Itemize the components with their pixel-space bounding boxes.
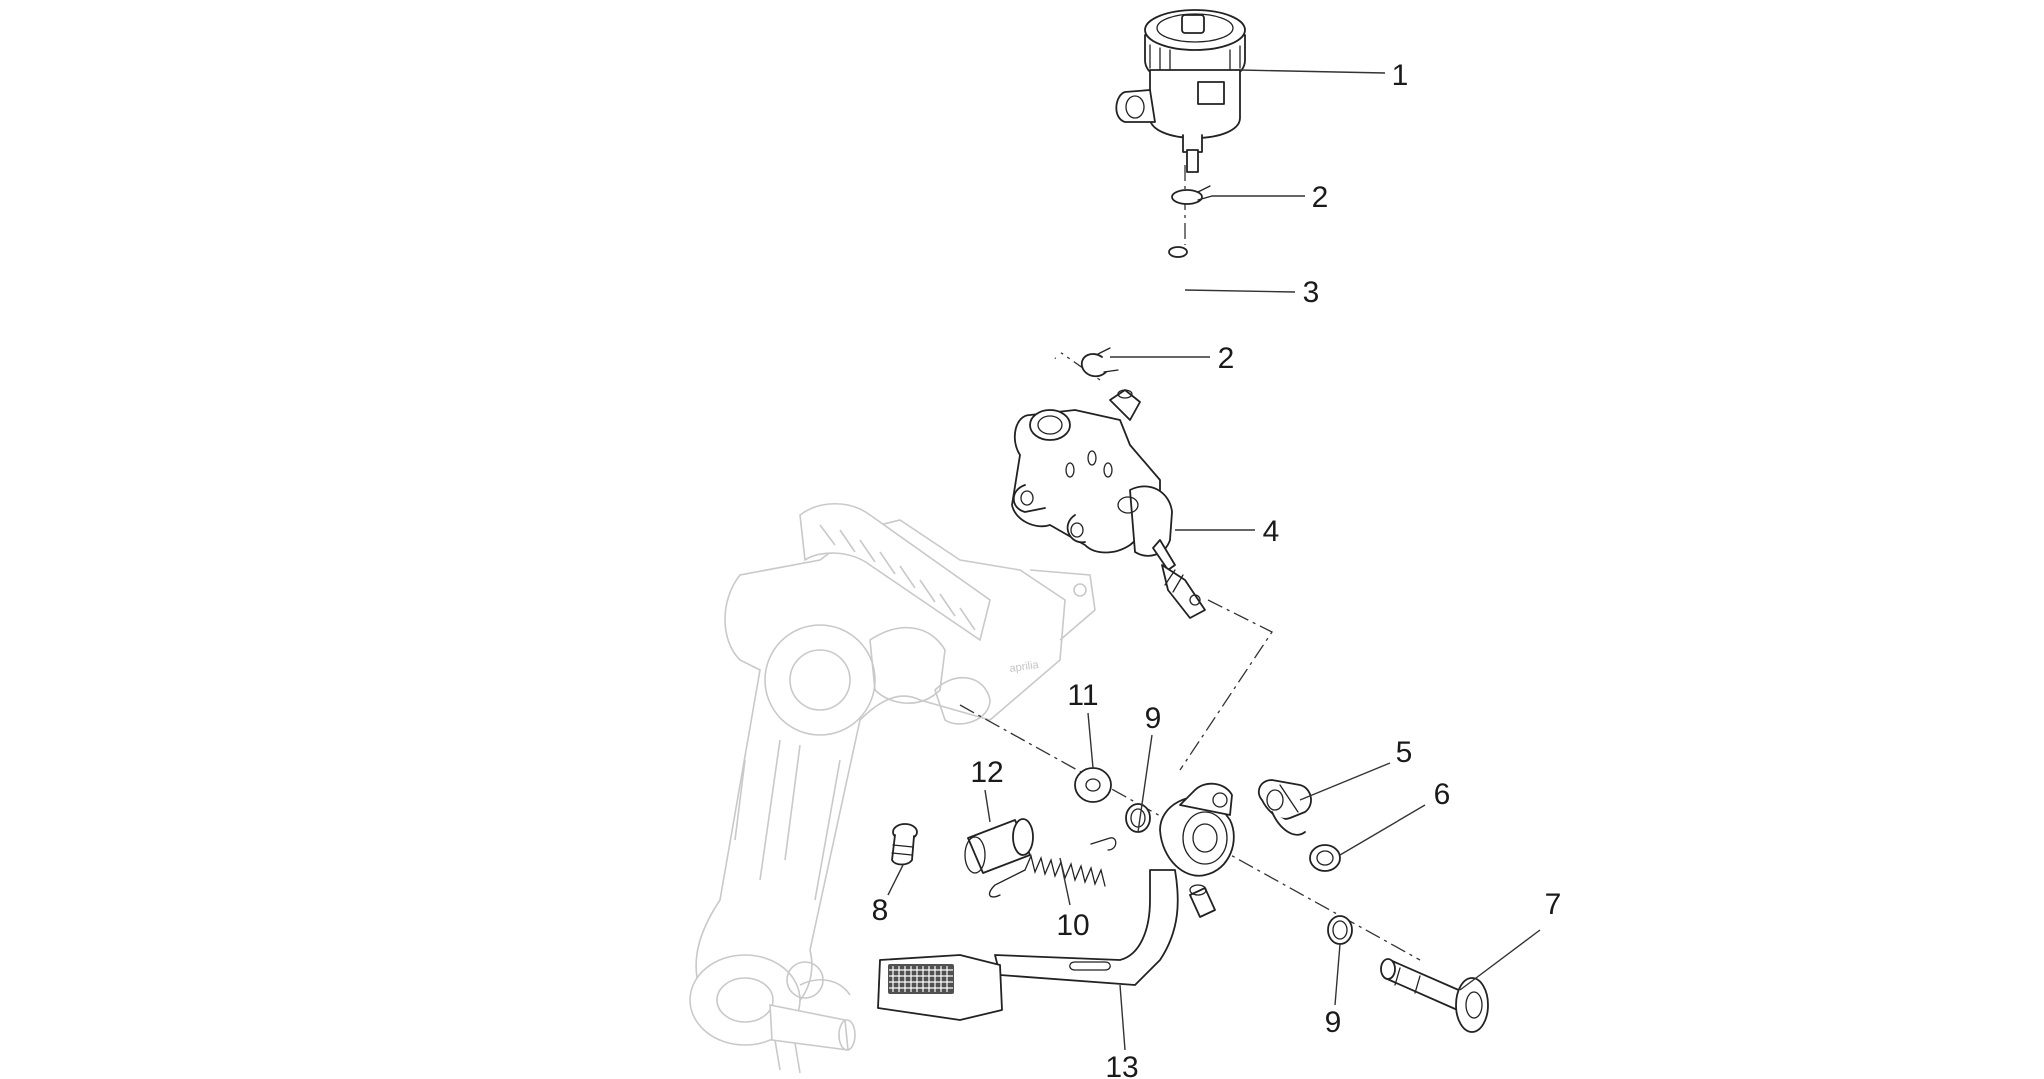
callout-8: 8 xyxy=(872,894,889,927)
callout-10: 10 xyxy=(1056,909,1089,942)
hose-clamp-upper xyxy=(1171,185,1213,205)
washer-6 xyxy=(1309,844,1341,872)
callout-4: 4 xyxy=(1263,515,1280,548)
callout-9-upper: 9 xyxy=(1145,702,1162,735)
bracket-marking-text: aprilia xyxy=(1009,659,1041,675)
callout-7: 7 xyxy=(1545,888,1562,921)
fluid-hose xyxy=(1029,246,1188,363)
small-bolt xyxy=(891,823,918,866)
callout-9-lower: 9 xyxy=(1325,1006,1342,1039)
leader-lines xyxy=(887,69,1541,1051)
callout-12: 12 xyxy=(970,756,1003,789)
bushing xyxy=(964,818,1034,874)
master-cylinder xyxy=(1011,389,1206,619)
circlip-lower xyxy=(1327,915,1353,945)
callout-5: 5 xyxy=(1396,736,1413,769)
pedal-grip-pattern xyxy=(888,964,954,994)
circlip-upper xyxy=(1125,803,1151,833)
washer-11 xyxy=(1074,767,1112,803)
callout-1: 1 xyxy=(1392,59,1409,92)
callout-11: 11 xyxy=(1067,679,1098,712)
return-spring xyxy=(988,837,1117,898)
callout-13: 13 xyxy=(1105,1051,1138,1079)
callout-6: 6 xyxy=(1434,778,1451,811)
callout-3: 3 xyxy=(1303,276,1320,309)
footrest-bracket-ghost: aprilia xyxy=(689,503,1096,1074)
callout-2-lower: 2 xyxy=(1218,342,1235,375)
clevis-pin-clip xyxy=(1258,779,1312,836)
pivot-bolt xyxy=(1380,958,1489,1033)
callout-numbers: 1 2 3 2 4 5 6 7 8 9 9 10 11 12 13 xyxy=(872,59,1562,1079)
hose-clamp-lower xyxy=(1080,347,1119,378)
fluid-reservoir xyxy=(1115,9,1246,173)
callout-2-upper: 2 xyxy=(1312,181,1329,214)
brake-pedal xyxy=(877,782,1235,1021)
